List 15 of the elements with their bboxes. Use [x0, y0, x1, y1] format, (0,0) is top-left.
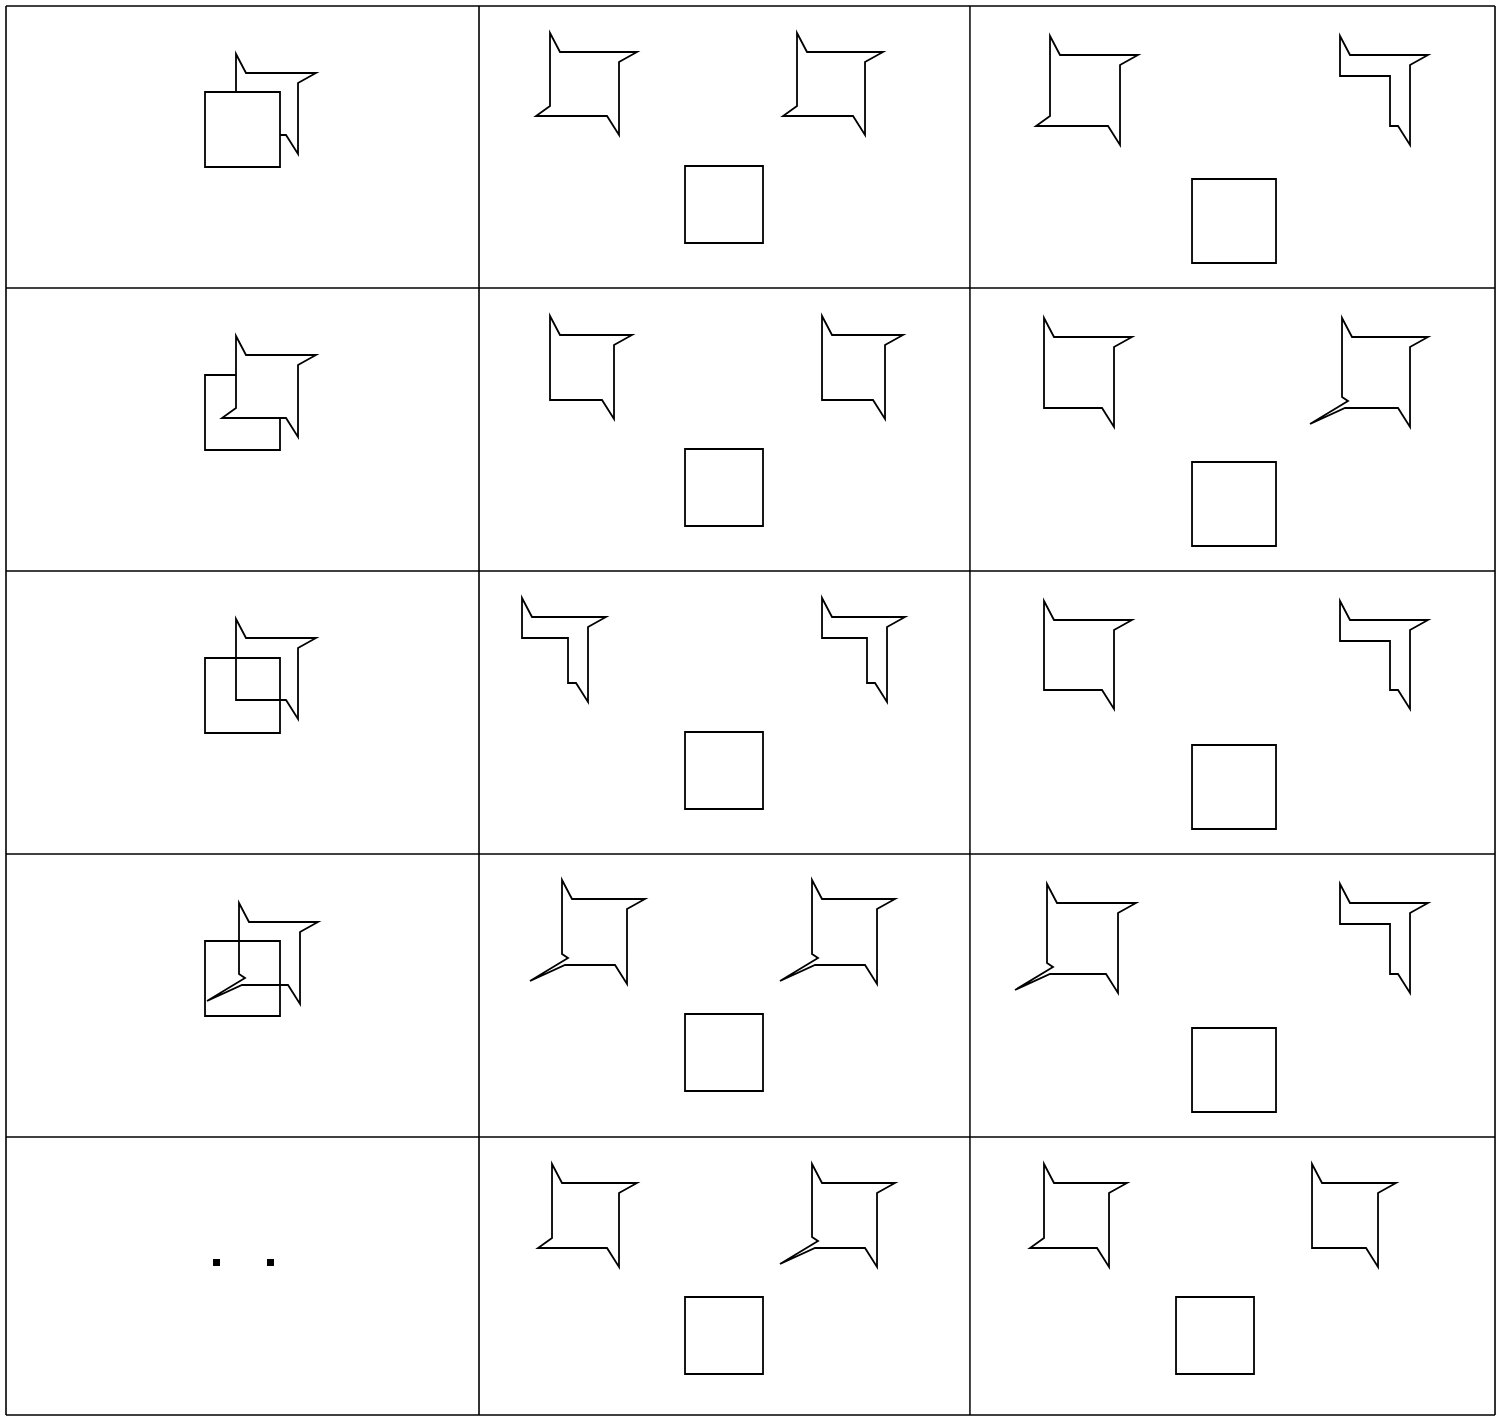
square-outline — [204, 940, 281, 1017]
pinwheel-outline — [235, 50, 320, 158]
square-outline — [204, 91, 281, 168]
square-outline — [204, 657, 281, 734]
square-outline — [1191, 1027, 1277, 1113]
square-outline — [684, 448, 764, 527]
square-outline — [1191, 461, 1277, 547]
square-outline — [204, 374, 281, 451]
square-outline — [684, 1296, 764, 1375]
square-outline — [1175, 1296, 1255, 1375]
square-outline — [1191, 178, 1277, 264]
square-outline — [684, 1013, 764, 1092]
square-outline — [684, 731, 764, 810]
square-outline — [684, 165, 764, 244]
square-outline — [1191, 744, 1277, 830]
